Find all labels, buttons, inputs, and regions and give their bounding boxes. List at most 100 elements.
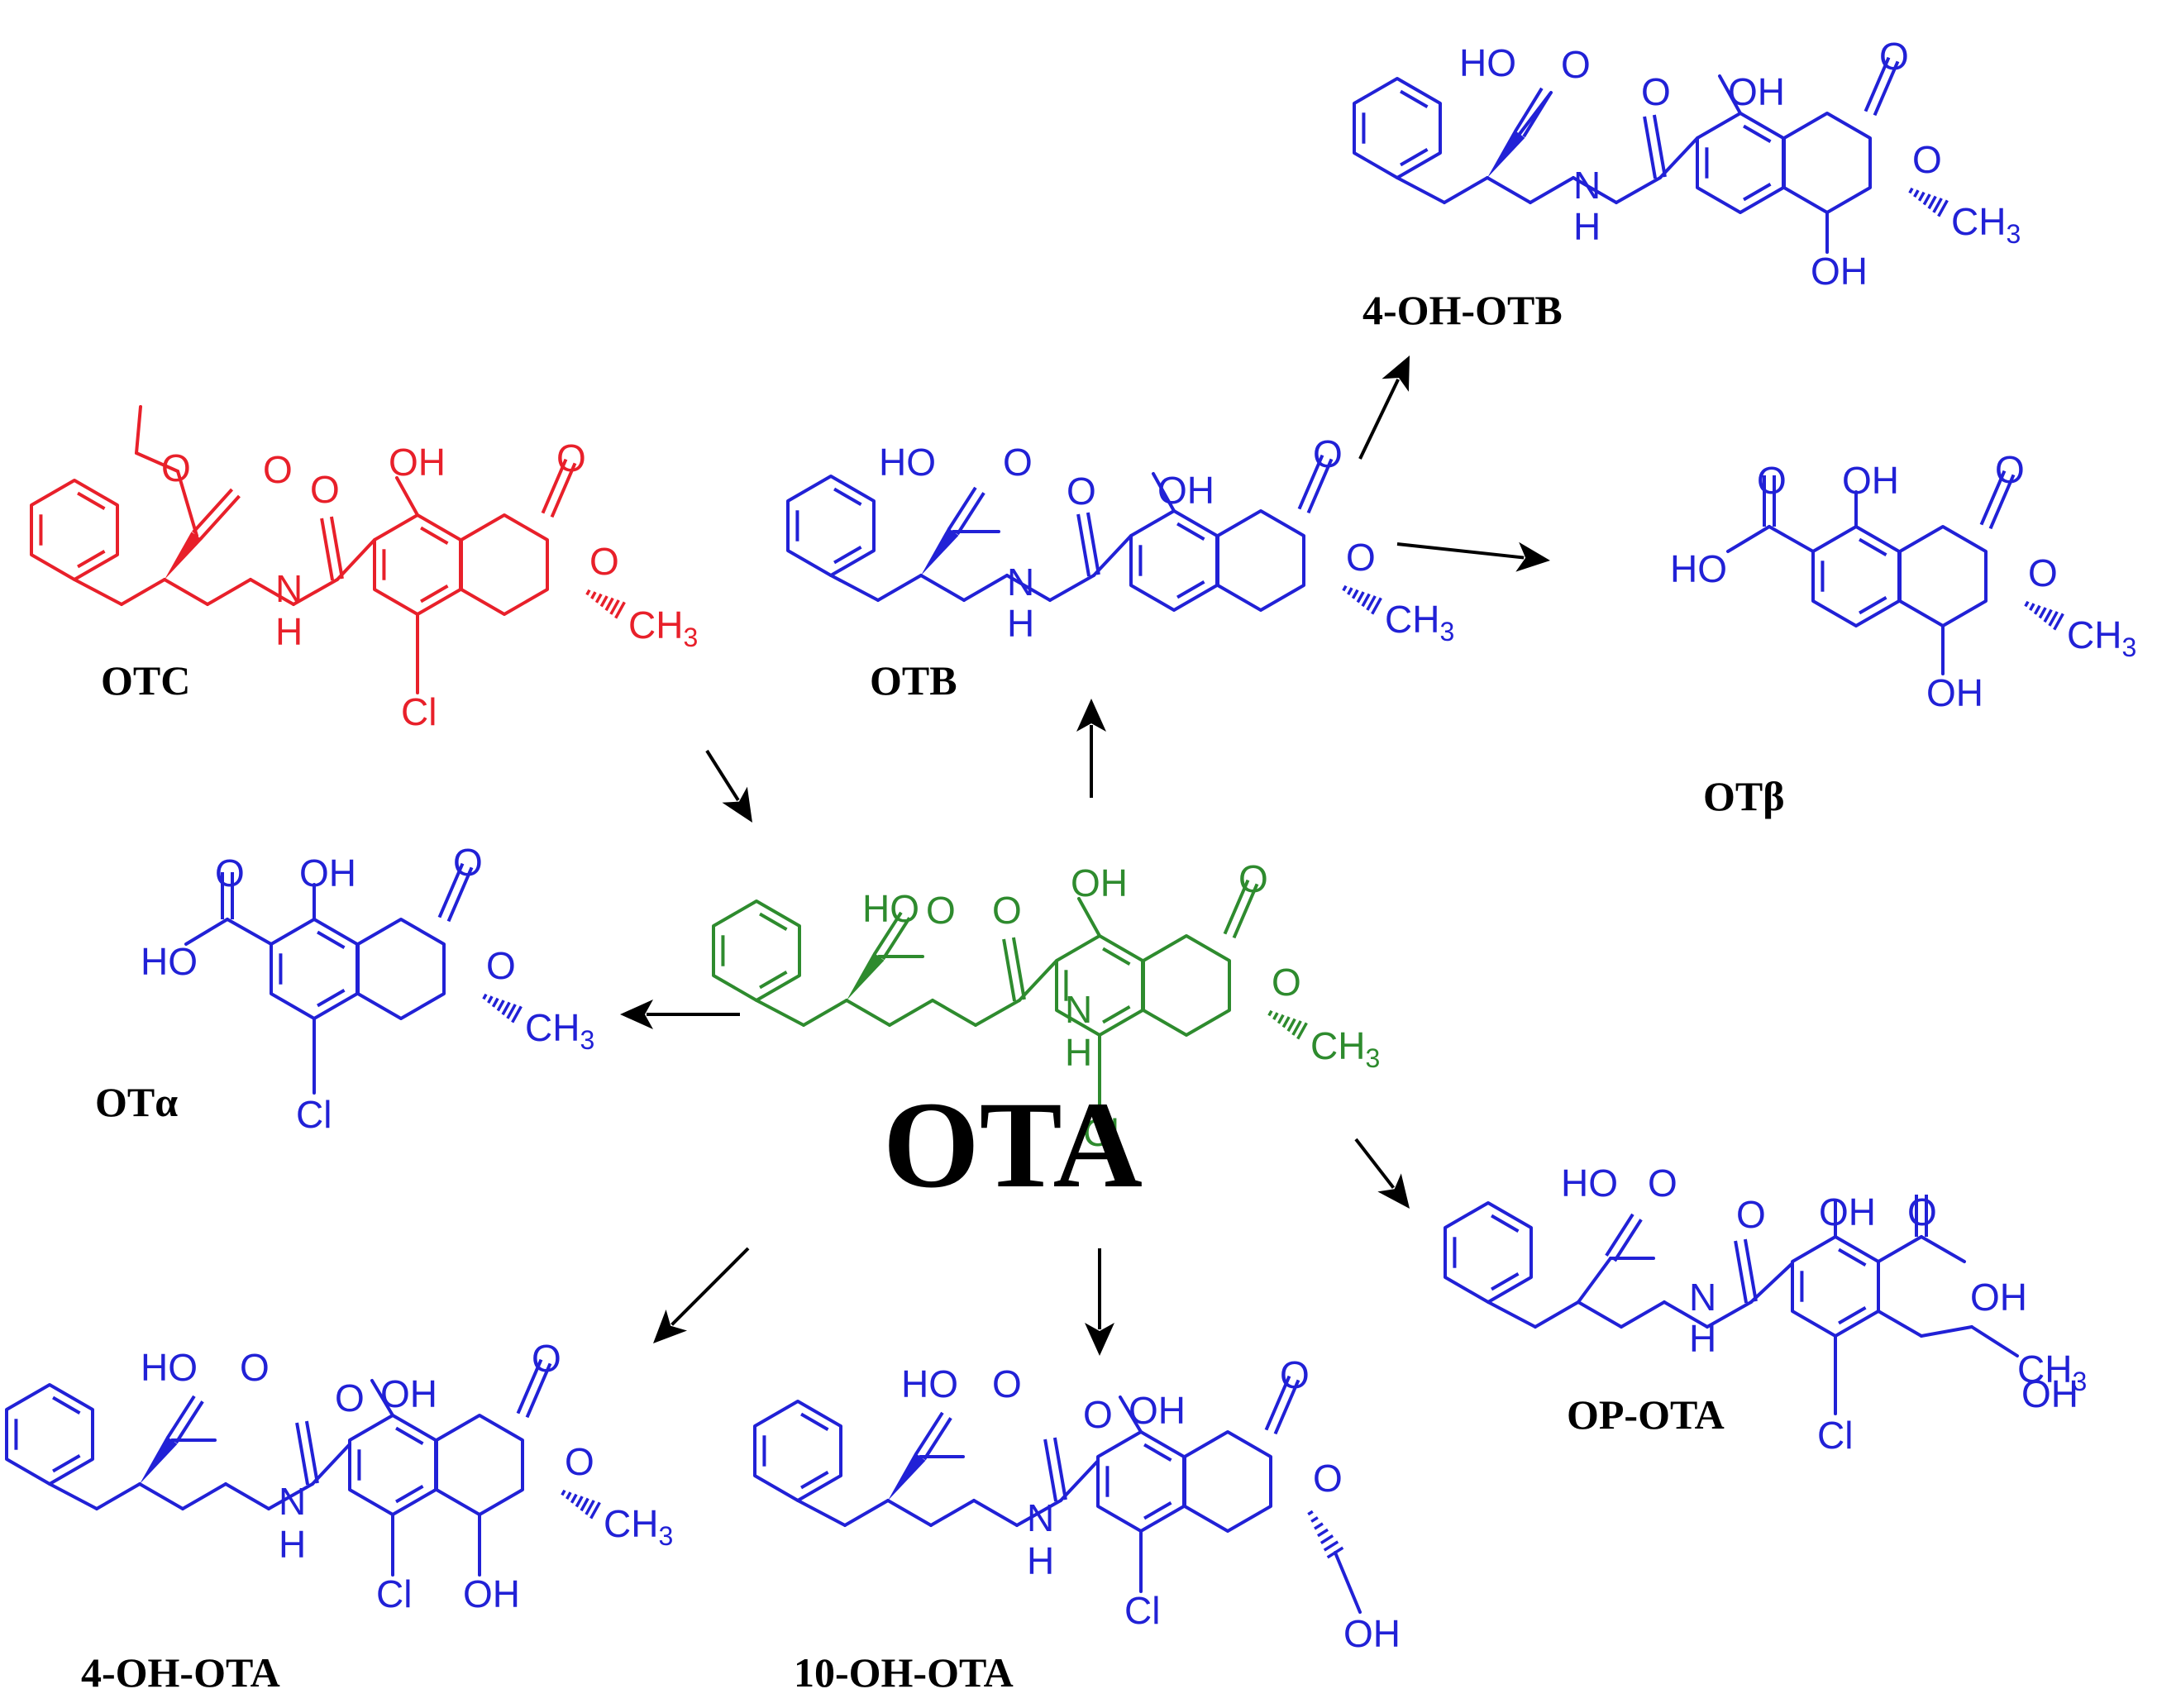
atom-label-o-opota-4: O [1736, 1193, 1766, 1236]
atom-label-cl-ota-9: Cl [1083, 1111, 1119, 1154]
atom-label-n-4ohota-2: N [279, 1480, 306, 1523]
atom-label-o-otb-1: O [1003, 441, 1033, 484]
atom-label-oh-opota-7: OH [1970, 1276, 2027, 1319]
atom-label-oh-otb-5: OH [1157, 469, 1215, 512]
atom-label-cl-10ohota-8: Cl [1124, 1589, 1160, 1632]
atom-label-h-4ohota-3: H [279, 1523, 306, 1566]
atom-label-cl-otalpha-6: Cl [296, 1093, 332, 1136]
atom-label-o-ota-4: O [992, 889, 1022, 932]
atom-label-oh-otbeta-1: OH [1842, 459, 1899, 502]
atom-label-o-otalpha-2: O [453, 841, 483, 884]
atom-label-oh-otbeta-6: OH [1926, 671, 1983, 714]
atom-label-ch3-ota-8: CH3 [1310, 1024, 1380, 1073]
atom-label-h-ota-3: H [1065, 1031, 1092, 1074]
atom-label-cl-opota-10: Cl [1817, 1414, 1853, 1457]
atom-label-h-4ohotb-3: H [1573, 205, 1601, 248]
atom-label-o-otc-4: O [310, 468, 340, 511]
atom-label-o-opota-6: O [1907, 1190, 1937, 1233]
atom-label-o-4ohota-1: O [240, 1346, 270, 1389]
atom-label-o-4ohota-4: O [335, 1376, 365, 1419]
atom-label-ch3-otc-8: CH3 [628, 604, 698, 652]
compound-name-4-oh-ota: 4-OH-OTA [81, 1649, 280, 1696]
atom-label-o-otb-4: O [1067, 470, 1096, 513]
atom-label-n-otc-2: N [275, 567, 303, 610]
reaction-arrow-otc-to-ota [705, 749, 752, 823]
atom-label-oh-opota-5: OH [1819, 1190, 1876, 1233]
atom-label-h-otc-3: H [275, 610, 303, 653]
atom-label-oh-4ohotb-5: OH [1728, 70, 1785, 113]
atom-label-o-10ohota-1: O [992, 1362, 1022, 1405]
reaction-arrow-ota-to-4ohota [653, 1247, 750, 1343]
atom-label-o-ota-7: O [1272, 961, 1301, 1004]
atom-label-o-otbeta-0: O [1757, 459, 1787, 502]
atom-label-h-opota-3: H [1689, 1317, 1716, 1360]
atom-label-o-otalpha-0: O [215, 852, 245, 895]
atom-label-o-ota-1: O [926, 889, 956, 932]
compound-name-otc: OTC [101, 657, 190, 704]
atom-label-cl-otc-9: Cl [401, 690, 437, 733]
atom-label-oh-4ohotb-9: OH [1811, 250, 1868, 293]
atom-label-oh-opota-9: OH [2021, 1372, 2078, 1415]
arrows-layer [620, 355, 1550, 1356]
compound-names-layer: OTC OTB 4-OH-OTB OTβ OTα OTA OP-OTA 4-OH… [81, 287, 1785, 1696]
atom-label-o-10ohota-7: O [1313, 1457, 1343, 1500]
atom-label-o-4ohotb-4: O [1641, 70, 1671, 113]
atom-label-ho-otbeta-3: HO [1670, 547, 1727, 590]
atom-label-o-4ohotb-7: O [1912, 138, 1942, 181]
atom-label-o-otbeta-2: O [1995, 448, 2025, 491]
atom-label-o-otbeta-4: O [2028, 551, 2058, 594]
atom-label-o-4ohotb-6: O [1879, 35, 1909, 78]
atom-label-o-10ohota-6: O [1280, 1353, 1310, 1396]
atom-label-oh-4ohota-10: OH [463, 1572, 520, 1615]
atom-label-o-4ohota-7: O [565, 1440, 594, 1483]
atom-label-ho-4ohotb-0: HO [1459, 41, 1516, 84]
atom-label-h-10ohota-3: H [1027, 1539, 1054, 1582]
reaction-arrow-otb-to-4ohotb [1358, 355, 1410, 460]
atom-label-o-otalpha-4: O [486, 944, 516, 987]
atom-label-n-ota-2: N [1065, 988, 1092, 1031]
atom-label-oh-4ohota-5: OH [380, 1372, 437, 1415]
atom-label-o-otb-7: O [1346, 536, 1376, 579]
atom-label-ch3-otb-8: CH3 [1385, 598, 1454, 646]
compound-name-op-ota: OP-OTA [1567, 1391, 1725, 1438]
atom-label-ho-ota-0: HO [862, 887, 919, 930]
atom-label-ho-otb-0: HO [879, 441, 936, 484]
compound-name-10-oh-ota: 10-OH-OTA [794, 1649, 1014, 1696]
reaction-arrow-otb-to-otbeta [1396, 542, 1550, 572]
atom-label-ch3-4ohota-8: CH3 [604, 1502, 673, 1551]
compound-name-otalpha: OTα [95, 1079, 178, 1125]
atom-label-h-otb-3: H [1007, 602, 1034, 645]
atom-label-o-ota-6: O [1238, 857, 1268, 900]
atom-label-oh-otc-5: OH [389, 441, 446, 484]
atom-label-o-4ohotb-1: O [1561, 43, 1591, 86]
atom-label-cl-4ohota-9: Cl [376, 1572, 412, 1615]
atom-label-o-otc-6: O [556, 437, 586, 479]
atom-label-n-otb-2: N [1007, 561, 1034, 604]
compound-name-ota: OTA [883, 1076, 1143, 1214]
compound-name-otb: OTB [870, 657, 957, 704]
atom-label-o-otc-0: O [161, 446, 191, 489]
atom-label-ho-4ohota-0: HO [141, 1346, 198, 1389]
atom-label-oh-10ohota-5: OH [1129, 1389, 1186, 1432]
atom-label-ch3-otbeta-5: CH3 [2067, 613, 2136, 662]
compound-name-4-oh-otb: 4-OH-OTB [1362, 287, 1563, 333]
atom-label-ho-opota-0: HO [1561, 1162, 1618, 1205]
atom-label-o-otb-6: O [1313, 432, 1343, 475]
atom-label-ch3-4ohotb-8: CH3 [1951, 200, 2021, 249]
atom-label-ho-10ohota-0: HO [901, 1362, 958, 1405]
reaction-arrow-ota-to-otb [1076, 699, 1106, 798]
atom-label-o-10ohota-4: O [1083, 1393, 1113, 1436]
atom-label-ch3-otalpha-5: CH3 [525, 1006, 594, 1055]
reaction-arrow-ota-to-otalpha [620, 1000, 740, 1029]
atom-label-ho-otalpha-3: HO [141, 940, 198, 983]
